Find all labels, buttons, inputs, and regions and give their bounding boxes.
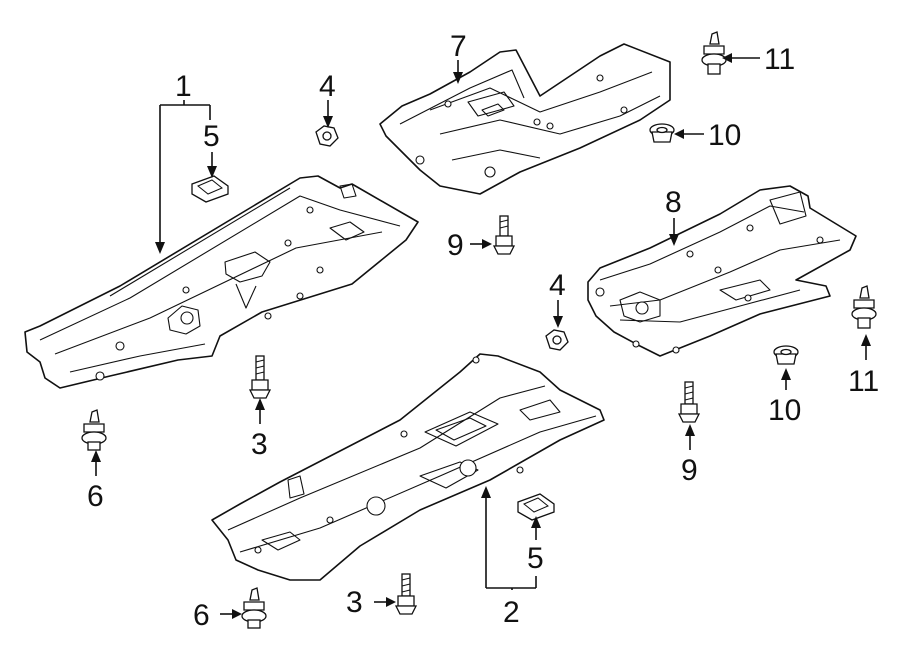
- bolt-3b-icon: [394, 573, 418, 615]
- bolt-9a-icon: [492, 215, 516, 255]
- callout-6b: 6: [193, 599, 210, 632]
- bolt-9b-icon: [677, 381, 701, 423]
- nut-10b-icon: [773, 345, 799, 365]
- callout-11b: 11: [848, 365, 879, 398]
- callout-labels: 1 5 4 7 11 10 8 9 4 3 6 2 5 3 6 9 10 11: [87, 30, 879, 632]
- callout-11a: 11: [764, 43, 795, 76]
- callout-7: 7: [450, 30, 467, 63]
- part-1-shield: [24, 175, 419, 389]
- leader-lines: [91, 53, 871, 619]
- callout-9b: 9: [681, 454, 698, 487]
- callout-3a: 3: [251, 428, 268, 461]
- nut-4a-icon: [315, 125, 339, 147]
- pushpin-11a-icon: [701, 31, 727, 75]
- callout-1: 1: [175, 70, 192, 103]
- callout-4b: 4: [549, 269, 566, 302]
- clip-5b-icon: [517, 493, 555, 521]
- pushpin-6a-icon: [81, 409, 107, 451]
- callout-5b: 5: [527, 542, 544, 575]
- nut-10a-icon: [649, 123, 675, 143]
- callout-9a: 9: [447, 229, 464, 262]
- callout-6a: 6: [87, 480, 104, 513]
- part-8-shield: [587, 185, 857, 357]
- part-7-shield: [379, 43, 671, 195]
- callout-5a: 5: [203, 120, 220, 153]
- callout-10b: 10: [768, 394, 801, 427]
- callout-8: 8: [665, 186, 682, 219]
- callout-3b: 3: [346, 586, 363, 619]
- callout-10a: 10: [708, 119, 741, 152]
- clip-5a-icon: [191, 175, 229, 203]
- pushpin-11b-icon: [851, 285, 877, 329]
- nut-4b-icon: [545, 329, 569, 351]
- part-2-shield: [211, 353, 605, 581]
- bolt-3a-icon: [248, 355, 272, 399]
- pushpin-6b-icon: [241, 587, 267, 629]
- callout-4a: 4: [319, 70, 336, 103]
- callout-2: 2: [503, 596, 520, 629]
